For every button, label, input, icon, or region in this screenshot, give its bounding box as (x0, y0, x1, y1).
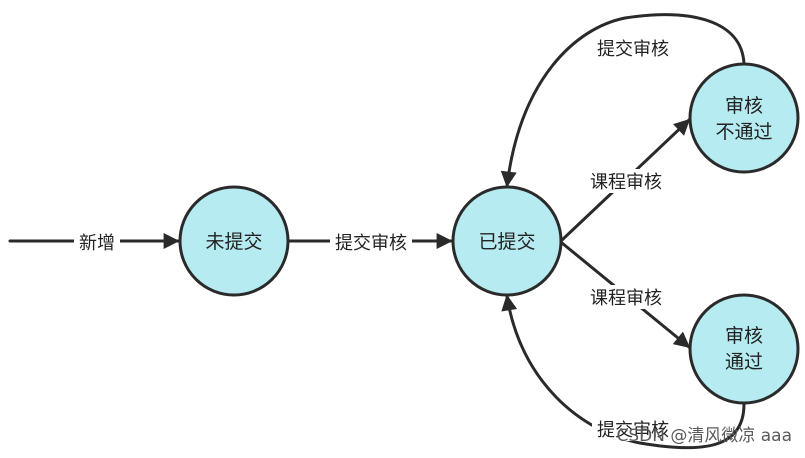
watermark: CSDN @清风微凉 aaa (616, 426, 792, 446)
edge-label-create: 新增 (79, 233, 115, 254)
node-submitted (451, 185, 563, 297)
edge-label-course-review-approved: 课程审核 (590, 288, 662, 309)
node-label-approved-line2: 通过 (725, 351, 763, 373)
edge-label-approved-resubmit: 提交审核 (597, 420, 669, 441)
node-label-approved-line1: 审核 (725, 325, 763, 347)
edge-labels: 新增 提交审核 课程审核 课程审核 提交审核 提交审核 (74, 36, 674, 441)
node-rejected (688, 62, 800, 174)
node-label-rejected-line2: 不通过 (715, 121, 772, 143)
node-label-not-submitted: 未提交 (205, 231, 262, 253)
node-label-submitted: 已提交 (478, 231, 535, 253)
edge-approved-resubmit (501, 294, 746, 450)
edge-rejected-resubmit (500, 13, 746, 188)
node-label-rejected-line1: 审核 (725, 95, 763, 117)
node-not-submitted (178, 185, 290, 297)
edge-label-rejected-resubmit: 提交审核 (597, 39, 669, 60)
edge-label-course-review-rejected: 课程审核 (590, 172, 662, 193)
edge-label-submit-review: 提交审核 (335, 233, 407, 254)
node-approved (688, 293, 800, 405)
